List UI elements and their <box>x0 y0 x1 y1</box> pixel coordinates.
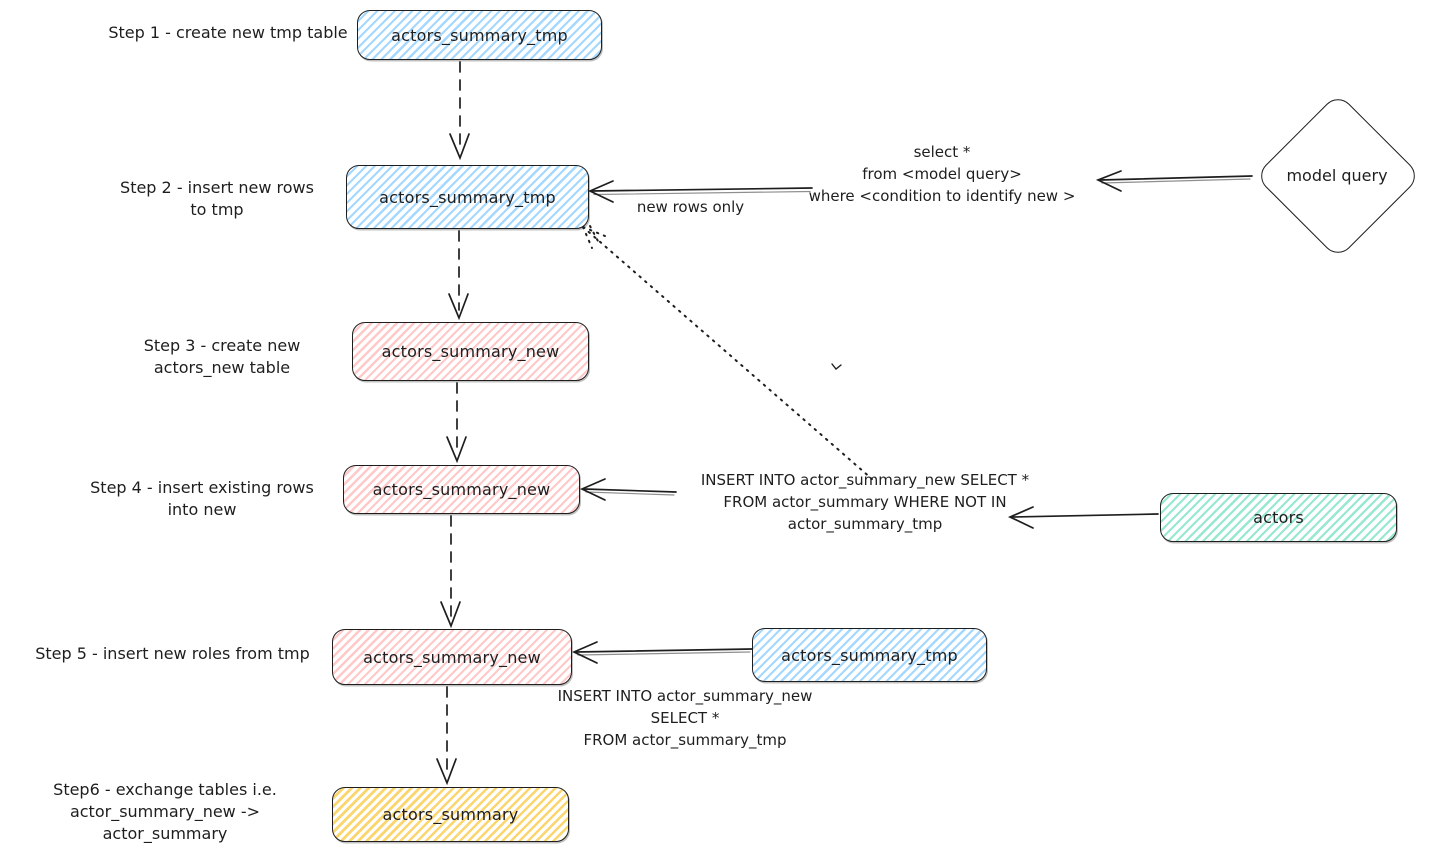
node-label: actors_summary_tmp <box>379 187 556 207</box>
node-label: actors <box>1253 508 1304 527</box>
node-step6-summary-table: actors_summary <box>332 787 569 842</box>
node-label: actors_summary_new <box>381 342 560 361</box>
node-step1-tmp-table: actors_summary_tmp <box>357 10 602 60</box>
arrow-model-query-to-text <box>1095 170 1253 192</box>
arrow-step3-to-step4 <box>446 382 467 464</box>
insert-existing-sql-text: INSERT INTO actor_summary_new SELECT * F… <box>700 471 1030 533</box>
step1-label: Step 1 - create new tmp table <box>108 23 348 42</box>
stray-mark <box>831 363 842 370</box>
node-step2-tmp-table: actors_summary_tmp <box>346 165 589 229</box>
step4-label: Step 4 - insert existing rows into new <box>90 478 314 519</box>
arrow-step5-to-step6 <box>436 686 457 786</box>
node-actors-table: actors <box>1160 493 1397 542</box>
arrow-step1-to-step2 <box>449 61 470 161</box>
node-label: actors_summary_new <box>363 647 541 667</box>
node-tmp-source-table: actors_summary_tmp <box>752 628 987 682</box>
model-query-sql-text: select * from <model query> where <condi… <box>808 143 1076 205</box>
node-step4-new-table: actors_summary_new <box>343 465 580 514</box>
node-label: actors_summary_tmp <box>781 645 958 665</box>
insert-from-tmp-sql-text: INSERT INTO actor_summary_new SELECT * F… <box>557 687 813 749</box>
step2-label: Step 2 - insert new rows to tmp <box>120 178 314 219</box>
arrow-step4-to-step5 <box>440 515 461 629</box>
model-query-label: model query <box>1286 166 1388 185</box>
node-step3-new-table: actors_summary_new <box>352 322 589 381</box>
arrow-insert-existing-to-step4 <box>579 478 677 501</box>
node-label: actors_summary_new <box>372 480 551 499</box>
arrow-step2-to-step3 <box>448 230 469 321</box>
step3-label: Step 3 - create new actors_new table <box>143 336 301 377</box>
node-label: actors_summary <box>382 805 519 824</box>
dotted-link-insert-to-step2 <box>582 225 873 480</box>
new-rows-only-label: new rows only <box>636 198 745 216</box>
arrow-tmp-to-step5 <box>571 641 753 664</box>
step6-label: Step6 - exchange tables i.e. actor_summa… <box>53 780 277 843</box>
node-label: actors_summary_tmp <box>391 25 568 45</box>
node-step5-new-table: actors_summary_new <box>332 629 572 685</box>
step5-label: Step 5 - insert new roles from tmp <box>35 644 310 663</box>
